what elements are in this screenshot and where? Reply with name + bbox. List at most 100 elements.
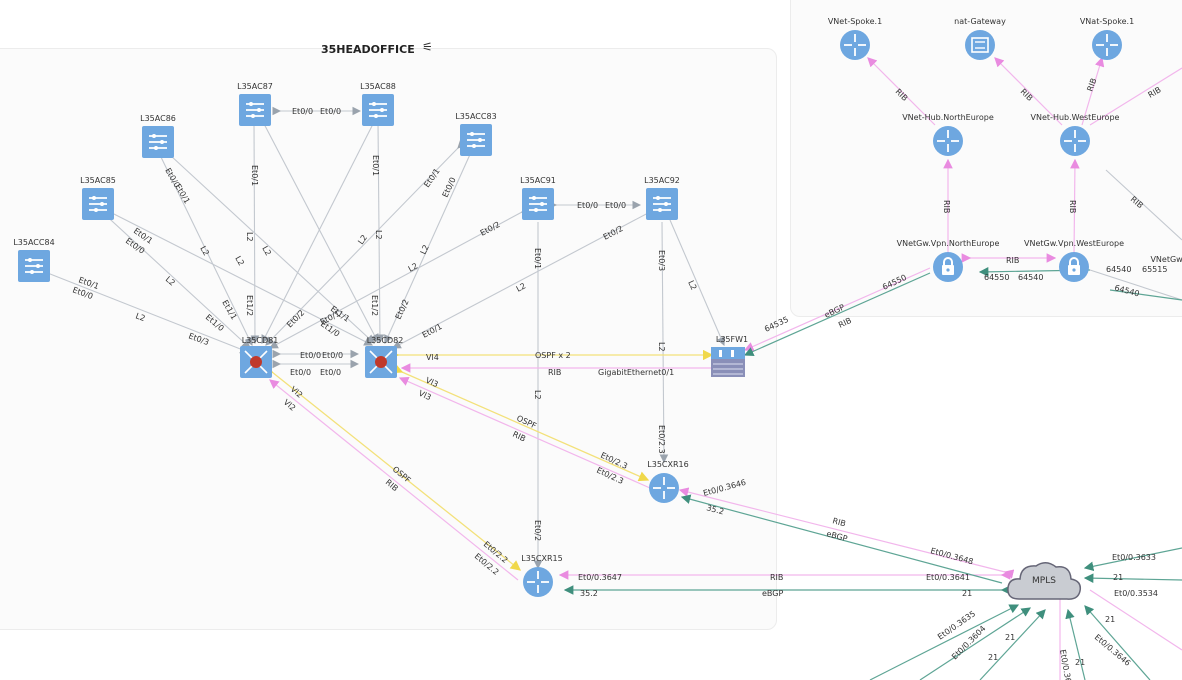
node-label-l35ac88: L35AC88	[360, 82, 396, 91]
node-label-vpnwe: VNetGw.Vpn.WestEurope	[1023, 239, 1125, 248]
link-label: 21	[1075, 658, 1085, 667]
link-ebgp	[979, 609, 1046, 680]
link-ebgp	[1065, 608, 1086, 680]
link-label: Et0/1	[371, 155, 380, 176]
link-rib	[994, 57, 1063, 126]
link-label: 65515	[1142, 265, 1167, 274]
node-label-l35ac92: L35AC92	[644, 176, 680, 185]
node-natgateway-icon[interactable]	[964, 29, 996, 65]
link-label: Et0/0.3534	[1114, 589, 1158, 598]
node-label-vnetspoke1: VNet-Spoke.1	[827, 17, 883, 26]
link-label: Et0/2	[479, 220, 502, 238]
link-label: Et0/0	[292, 107, 313, 116]
link-label: L2	[198, 245, 211, 258]
link-label: RIB	[1006, 256, 1019, 265]
link-label: Et0/1	[533, 248, 542, 269]
node-hubwe-icon[interactable]	[1059, 125, 1091, 161]
link-label: L2	[233, 255, 246, 268]
node-l35acc84-icon[interactable]	[18, 250, 50, 286]
link-ebgp	[1084, 605, 1151, 680]
link-label: 64535	[763, 315, 790, 334]
link-label: RIB	[1019, 87, 1035, 103]
link-ebgp	[1083, 547, 1182, 572]
node-label-vnatspoke1: VNat-Spoke.1	[1079, 17, 1135, 26]
link-ebgp	[919, 607, 1032, 680]
node-l35ac85-icon[interactable]	[82, 188, 114, 224]
link-label: 35.2	[705, 503, 725, 516]
link-label: 21	[988, 653, 998, 662]
node-hubne-icon[interactable]	[932, 125, 964, 161]
node-vnatspoke1-icon[interactable]	[1091, 29, 1123, 65]
link-ebgp	[680, 494, 1003, 584]
link-label: RIB	[894, 87, 910, 103]
link-label: Et0/0	[300, 351, 321, 360]
group-title: 35HEADOFFICE	[321, 43, 415, 56]
link	[659, 221, 669, 464]
link-label: RIB	[1129, 195, 1145, 211]
link-ebgp	[1109, 289, 1182, 301]
link-label: L2	[164, 275, 177, 288]
link-label: RIB	[511, 430, 527, 444]
link-rib	[269, 379, 519, 581]
node-l35ac88-icon[interactable]	[362, 94, 394, 130]
node-label-l35cd82: L35CD82	[366, 336, 404, 345]
node-vpnwe-icon[interactable]	[1058, 251, 1090, 287]
node-label-l35acc83: L35ACC83	[455, 112, 497, 121]
node-l35fw1-icon[interactable]	[711, 347, 745, 381]
link-label: Et0/0.3646	[702, 478, 747, 498]
link-label: Et0/2	[394, 298, 411, 321]
node-l35cxr15-icon[interactable]	[522, 566, 554, 602]
node-l35cxr16-icon[interactable]	[648, 472, 680, 508]
link-label: Et0/1	[421, 322, 444, 340]
link	[392, 204, 659, 349]
node-label-hubne: VNet-Hub.NorthEurope	[902, 113, 994, 122]
node-label-hubwe: VNet-Hub.WestEurope	[1030, 113, 1120, 122]
link-label: Et0/0	[163, 167, 181, 190]
link-label: 35.2	[580, 589, 598, 598]
node-vnetspoke1-icon[interactable]	[839, 29, 871, 65]
node-l35cd82-icon[interactable]	[365, 346, 397, 382]
node-l35cd81-icon[interactable]	[240, 346, 272, 382]
link-label: RIB	[548, 368, 561, 377]
node-label-natgateway: nat-Gateway	[954, 17, 1006, 26]
link-label: L2	[356, 233, 369, 246]
link-label: Et0/3	[187, 331, 210, 347]
link	[250, 121, 260, 345]
link-label: L2	[245, 232, 254, 242]
node-label-l35ac85: L35AC85	[80, 176, 116, 185]
link-label: Et0/2	[285, 308, 306, 329]
link-label: 21	[1113, 573, 1123, 582]
link-label: L2	[515, 281, 528, 293]
link-label: 21	[1005, 633, 1015, 642]
node-l35ac91-icon[interactable]	[522, 188, 554, 224]
node-label-l35fw1: L35FW1	[715, 335, 749, 344]
link-label: Et1/2	[245, 295, 254, 316]
node-l35ac86-icon[interactable]	[142, 126, 174, 162]
node-l35ac92-icon[interactable]	[646, 188, 678, 224]
node-label-vpne3: VNetGw.E	[1150, 255, 1182, 264]
node-l35ac87-icon[interactable]	[239, 94, 271, 130]
link-label: Et0/0.3633	[1112, 553, 1156, 562]
node-mpls-icon[interactable]	[1004, 557, 1084, 611]
link-label: GigabitEthernet0/1	[598, 368, 674, 377]
link-label: OSPF	[515, 414, 538, 431]
link	[1105, 169, 1182, 241]
link-rib	[867, 57, 936, 126]
node-label-l35ac87: L35AC87	[237, 82, 273, 91]
link-ebgp	[743, 272, 931, 356]
node-vpnne-icon[interactable]	[932, 251, 964, 287]
link-label: RIB	[1085, 77, 1098, 93]
filter-icon[interactable]: ⚟	[422, 40, 433, 54]
link	[31, 263, 250, 354]
node-l35acc83-icon[interactable]	[460, 124, 492, 160]
link-label: Vl4	[426, 353, 439, 362]
link-rib	[1070, 158, 1080, 256]
link-label: Et0/2	[602, 224, 625, 242]
link-label: Et0/0	[577, 201, 598, 210]
link-label: Et1/0	[204, 313, 226, 333]
node-label-l35cxr15: L35CXR15	[521, 554, 563, 563]
link-label: 21	[1105, 615, 1115, 624]
link-label: Et0/0	[290, 368, 311, 377]
